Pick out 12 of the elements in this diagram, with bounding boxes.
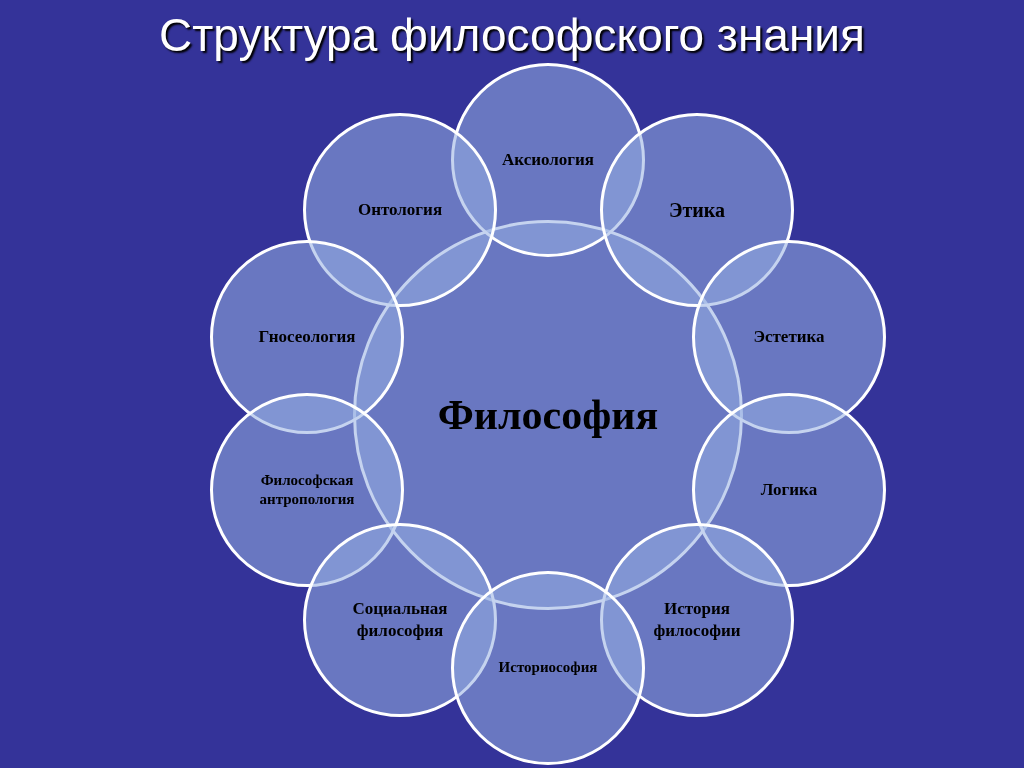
circle-label: Историософия bbox=[498, 658, 598, 678]
circle-label: Гносеология bbox=[258, 325, 356, 348]
slide-title: Структура философского знания bbox=[158, 8, 866, 62]
circle-label: История философии bbox=[652, 597, 742, 642]
circle-label: Онтология bbox=[357, 198, 443, 221]
circle-label: Эстетика bbox=[753, 325, 825, 348]
circle-label: Социальная философия bbox=[351, 597, 449, 642]
circle-label: Аксиология bbox=[502, 148, 594, 171]
circle-label: Логика bbox=[760, 478, 818, 501]
circle-label: Этика bbox=[668, 198, 726, 223]
central-label: Философия bbox=[437, 390, 659, 440]
circle-label: Философская антропология bbox=[258, 470, 356, 509]
